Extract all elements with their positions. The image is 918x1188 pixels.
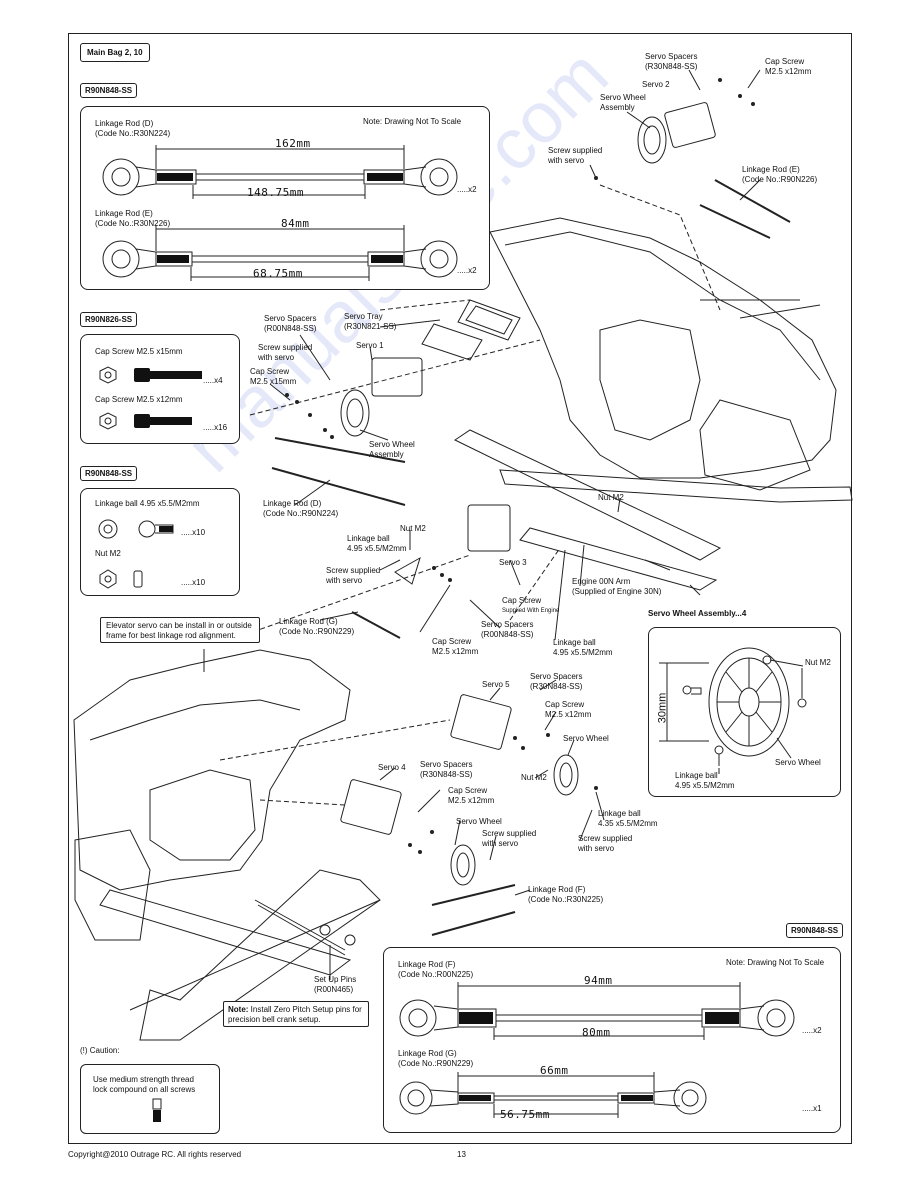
footer-page-number: 13 — [457, 1150, 466, 1159]
rods-bottom-drawing — [399, 982, 795, 1118]
rod-d-overall: 162mm — [275, 137, 311, 150]
rod-d-code: (Code No.:R30N224) — [95, 129, 171, 138]
linkage-ball-box: Linkage ball 4.95 x5.5/M2mm .....x10 Nut… — [80, 488, 240, 596]
callout-servo1: Servo 1 — [356, 341, 384, 350]
wheel-assembly-wheel: Servo Wheel — [775, 758, 821, 767]
callout-engine-arm: Engine 00N Arm (Supplied of Engine 30N) — [572, 577, 662, 596]
cap-screws-drawing — [99, 366, 202, 430]
callout-servo-wheel-4: Servo Wheel — [456, 817, 502, 826]
callout-screw-supplied-right: Screw supplied with servo — [578, 834, 633, 853]
caution-text: Use medium strength thread lock compound… — [93, 1075, 196, 1094]
callout-linkage-ball-right: Linkage ball 4.35 x5.5/M2mm — [598, 809, 658, 828]
wheel-assembly-drawing — [659, 647, 807, 774]
linkage-ball-qty: .....x10 — [181, 528, 206, 537]
pack-code-linkage-ball: R90N848-SS — [80, 466, 138, 481]
rod-g-name: Linkage Rod (G) — [398, 1049, 457, 1058]
rods-top-drawing — [102, 145, 458, 281]
elevator-note-text: Elevator servo can be install in or outs… — [106, 621, 252, 640]
nut-m2-qty: .....x10 — [181, 578, 206, 587]
cap-screw-15-qty: .....x4 — [203, 376, 223, 385]
callout-servo-spacers-top: Servo Spacers (R30N848-SS) — [645, 52, 698, 71]
callout-servo-wheel-assembly-left: Servo Wheel Assembly — [369, 440, 415, 459]
cap-screw-15-label: Cap Screw M2.5 x15mm — [95, 347, 183, 356]
rod-e-overall: 84mm — [281, 217, 310, 230]
pack-code-bottom: R90N848-SS — [786, 923, 844, 938]
callout-linkage-ball-mid2: Linkage ball 4.95 x5.5/M2mm — [553, 638, 613, 657]
rod-g-code: (Code No.:R90N229) — [398, 1059, 474, 1068]
rod-f-code: (Code No.:R00N225) — [398, 970, 474, 979]
callout-cap-screw-top: Cap Screw M2.5 x12mm — [765, 57, 812, 76]
wheel-assembly-box: 30mm Nut M2 Linkage ball 4.95 x5.5/M2mm … — [648, 627, 841, 797]
callout-cap-screw-4: Cap Screw M2.5 x12mm — [448, 786, 495, 805]
callout-supplied-engine: Supplied With Engine — [502, 608, 560, 614]
pack-code-top: R90N848-SS — [80, 83, 138, 98]
callout-cap-screw-5: Cap Screw M2.5 x12mm — [545, 700, 592, 719]
rods-bottom-note: Note: Drawing Not To Scale — [726, 958, 825, 967]
wheel-assembly-ball: Linkage ball 4.95 x5.5/M2mm — [675, 771, 735, 790]
pitch-note-bold: Note: — [228, 1005, 249, 1014]
cap-screws-box: Cap Screw M2.5 x15mm .....x4 Cap Screw M… — [80, 334, 240, 444]
callout-cap-screw-15: Cap Screw M2.5 x15mm — [250, 367, 297, 386]
rod-d-inner: 148.75mm — [247, 186, 304, 199]
nut-m2-label: Nut M2 — [95, 549, 121, 558]
footer-copyright: Copyright@2010 Outrage RC. All rights re… — [68, 1150, 242, 1159]
callout-nut-m2-5: Nut M2 — [521, 773, 547, 782]
wheel-assembly-title: Servo Wheel Assembly...4 — [648, 609, 747, 618]
callout-screw-supplied-4: Screw supplied with servo — [482, 829, 537, 848]
callout-cap-screw-engine: Cap Screw — [502, 596, 542, 605]
rod-d-name: Linkage Rod (D) — [95, 119, 154, 128]
callout-linkage-ball-mid: Linkage ball 4.95 x5.5/M2mm — [347, 534, 407, 553]
callout-servo-wheel-assembly-top: Servo Wheel Assembly — [600, 93, 646, 112]
rod-e-code: (Code No.:R30N226) — [95, 219, 171, 228]
rods-top-note: Note: Drawing Not To Scale — [363, 117, 462, 126]
rods-bottom-box: Note: Drawing Not To Scale Linkage Rod (… — [383, 947, 841, 1133]
callout-servo-spacers-4: Servo Spacers (R30N848-SS) — [420, 760, 473, 779]
rod-f-overall: 94mm — [584, 974, 613, 987]
cap-screw-12-qty: .....x16 — [203, 423, 228, 432]
rod-e-qty: .....x2 — [457, 266, 477, 275]
rod-g-overall: 66mm — [540, 1064, 569, 1077]
pitch-note: Note: Install Zero Pitch Setup pins for … — [223, 1001, 369, 1027]
callout-rod-e-top: Linkage Rod (E) (Code No.:R90N226) — [742, 165, 818, 184]
callout-servo-tray: Servo Tray (R30N821-SS) — [344, 312, 397, 331]
linkage-ball-drawing — [98, 519, 174, 589]
callout-nut-m2-mid: Nut M2 — [400, 524, 426, 533]
caution-box: Use medium strength thread lock compound… — [80, 1064, 220, 1134]
rod-g-qty: .....x1 — [802, 1104, 822, 1113]
rods-top-box: Note: Drawing Not To Scale Linkage Rod (… — [80, 106, 490, 290]
callout-servo-spacers-5: Servo Spacers (R30N848-SS) — [530, 672, 583, 691]
callout-servo-spacers-mid: Servo Spacers (R00N848-SS) — [481, 620, 534, 639]
callout-nut-m2-right: Nut M2 — [598, 493, 624, 502]
callout-servo-wheel-5: Servo Wheel — [563, 734, 609, 743]
callout-screw-supplied-left: Screw supplied with servo — [258, 343, 313, 362]
pitch-note-text: Note: Install Zero Pitch Setup pins for … — [228, 1005, 362, 1025]
callout-rod-d-mid: Linkage Rod (D) (Code No.:R90N224) — [263, 499, 339, 518]
callout-rod-g-mid: Linkage Rod (G) (Code No.:R90N229) — [279, 617, 355, 636]
bag-tag: Main Bag 2, 10 — [80, 43, 150, 62]
callout-servo-spacers-left: Servo Spacers (R00N848-SS) — [264, 314, 317, 333]
callout-servo4: Servo 4 — [378, 763, 406, 772]
callout-servo5: Servo 5 — [482, 680, 510, 689]
pitch-note-body: Install Zero Pitch Setup pins for precis… — [228, 1005, 362, 1024]
cap-screw-12-label: Cap Screw M2.5 x12mm — [95, 395, 183, 404]
thread-lock-icon — [152, 1098, 162, 1122]
callout-servo3: Servo 3 — [499, 558, 527, 567]
rod-e-name: Linkage Rod (E) — [95, 209, 153, 218]
pack-code-cap-screws: R90N826-SS — [80, 312, 138, 327]
rod-f-name: Linkage Rod (F) — [398, 960, 456, 969]
caution-title: (!) Caution: — [80, 1046, 120, 1055]
rod-f-qty: .....x2 — [802, 1026, 822, 1035]
callout-cap-screw-12-mid: Cap Screw M2.5 x12mm — [432, 637, 479, 656]
callout-rod-f-mid: Linkage Rod (F) (Code No.:R30N225) — [528, 885, 604, 904]
wheel-assembly-nut: Nut M2 — [805, 658, 831, 667]
callout-setup-pins: Set Up Pins (R00N465) — [314, 975, 357, 994]
callout-servo2: Servo 2 — [642, 80, 670, 89]
linkage-ball-label: Linkage ball 4.95 x5.5/M2mm — [95, 499, 200, 508]
callout-screw-supplied-mid: Screw supplied with servo — [326, 566, 381, 585]
page-frame — [68, 33, 852, 1144]
callout-screw-supplied-top: Screw supplied with servo — [548, 146, 603, 165]
elevator-note: Elevator servo can be install in or outs… — [100, 617, 260, 643]
rod-d-qty: .....x2 — [457, 185, 477, 194]
